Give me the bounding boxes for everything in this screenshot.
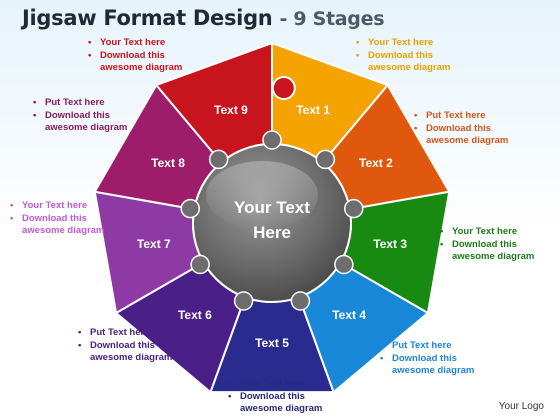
center-piece: Your Text Here: [180, 130, 364, 311]
note-text-3: Your Text here Download this awesome dia…: [437, 226, 554, 264]
note-text-9-item: Your Text here: [85, 37, 200, 50]
center-text-line2: Here: [253, 223, 291, 242]
note-text-6-item: Put Text here: [75, 327, 192, 340]
center-knob: [180, 198, 201, 219]
center-knob: [208, 149, 229, 170]
note-text-9-item: Download this awesome diagram: [85, 50, 200, 75]
piece-label-3: Text 3: [373, 237, 407, 251]
piece-label-2: Text 2: [359, 156, 393, 170]
logo-placeholder: Your Logo: [498, 401, 544, 412]
center-text-line1: Your Text: [234, 198, 310, 217]
note-text-8: Put Text here Download this awesome diag…: [30, 97, 147, 135]
note-text-1-item: Your Text here: [353, 37, 473, 50]
note-text-2: Put Text here Download this awesome diag…: [411, 110, 531, 148]
note-text-1-item: Download this awesome diagram: [353, 50, 473, 75]
piece-label-7: Text 7: [137, 237, 171, 251]
piece-label-1: Text 1: [296, 103, 330, 117]
note-text-9: Your Text here Download this awesome dia…: [85, 37, 200, 75]
piece-label-8: Text 8: [151, 156, 185, 170]
center-knob: [290, 291, 311, 311]
center-knob: [190, 254, 210, 275]
note-text-6: Put Text here Download this awesome diag…: [75, 327, 192, 365]
title-subtitle: - 9 Stages: [279, 8, 385, 30]
note-text-2-item: Download this awesome diagram: [411, 123, 531, 148]
center-knob: [262, 130, 282, 150]
center-knob: [233, 291, 254, 311]
center-knobs: [180, 130, 364, 311]
note-text-7-item: Download this awesome diagram: [7, 213, 124, 238]
note-text-3-item: Your Text here: [437, 226, 554, 239]
page-title: Jigsaw Format Design - 9 Stages: [22, 6, 385, 30]
note-text-2-item: Put Text here: [411, 110, 531, 123]
center-knob: [315, 149, 336, 170]
note-text-7-item: Your Text here: [7, 200, 124, 213]
puzzle-pieces: [93, 41, 451, 394]
note-text-5: Your Text here Download this awesome dia…: [225, 378, 342, 416]
note-text-4: Put Text here Download this awesome diag…: [377, 340, 494, 378]
piece-labels: Text 1 Text 2 Text 3 Text 4 Text 5 Text 6 Text…: [137, 103, 407, 350]
piece-label-6: Text 6: [178, 308, 212, 322]
note-text-4-item: Download this awesome diagram: [377, 353, 494, 378]
note-text-8-item: Download this awesome diagram: [30, 110, 147, 135]
note-text-7: Your Text here Download this awesome dia…: [7, 200, 124, 238]
center-gloss: [206, 161, 318, 229]
note-text-5-item: Your Text here: [225, 378, 342, 391]
note-text-8-item: Put Text here: [30, 97, 147, 110]
piece-label-4: Text 4: [332, 308, 366, 322]
title-main: Jigsaw Format Design: [22, 6, 273, 30]
piece-label-5: Text 5: [255, 336, 289, 350]
center-knob: [334, 254, 354, 275]
puzzle-knob-9: [271, 76, 296, 101]
note-text-3-item: Download this awesome diagram: [437, 239, 554, 264]
note-text-4-item: Put Text here: [377, 340, 494, 353]
note-text-6-item: Download this awesome diagram: [75, 340, 192, 365]
note-text-5-item: Download this awesome diagram: [225, 391, 342, 416]
note-text-1: Your Text here Download this awesome dia…: [353, 37, 473, 75]
piece-label-9: Text 9: [214, 103, 248, 117]
center-knob: [343, 198, 364, 219]
